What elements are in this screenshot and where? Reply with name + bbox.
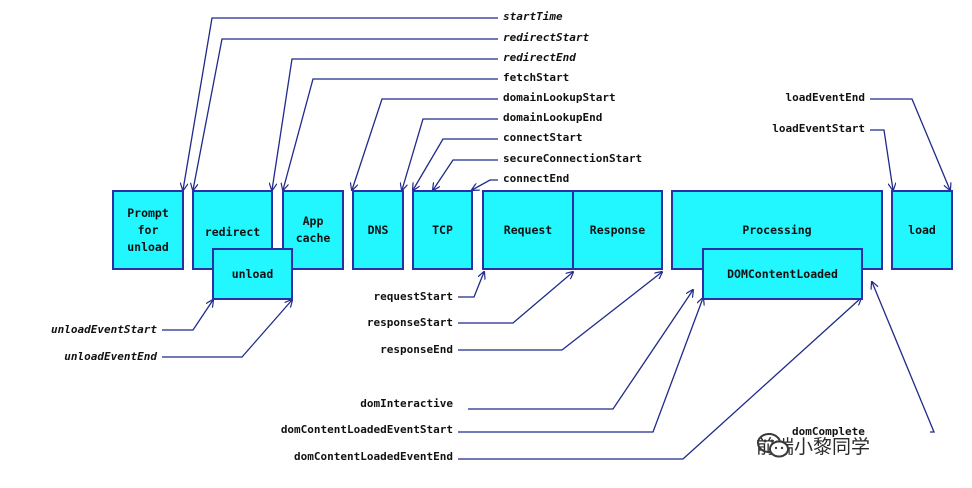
label-secure-connection-start: secureConnectionStart bbox=[503, 152, 643, 165]
connector-redirect-start bbox=[193, 38, 498, 190]
connector-dom-complete bbox=[872, 282, 935, 433]
app-cache-label: App cache bbox=[295, 214, 331, 245]
label-redirect-end: redirectEnd bbox=[503, 51, 576, 64]
connector-dom-content-loaded-event-end bbox=[458, 298, 861, 460]
unload-label: unload bbox=[231, 266, 274, 281]
connector-start-time bbox=[183, 17, 498, 190]
request-label: Request bbox=[503, 223, 553, 237]
connector-response-start bbox=[458, 272, 573, 324]
dom-content-loaded-label: DOMContentLoaded bbox=[727, 266, 838, 281]
prompt-for-unload-box: Prompt for unload bbox=[112, 190, 184, 270]
processing-label: Processing bbox=[742, 223, 812, 237]
dom-content-loaded-box: DOMContentLoaded bbox=[702, 248, 863, 300]
response-label: Response bbox=[589, 223, 646, 237]
label-dom-complete: domComplete bbox=[792, 425, 865, 438]
connector-dom-content-loaded-event-start bbox=[458, 298, 703, 433]
label-dom-content-loaded-event-start: domContentLoadedEventStart bbox=[280, 423, 453, 436]
connector-unload-event-start bbox=[162, 300, 213, 331]
load-label: load bbox=[908, 222, 936, 237]
wechat-logo-icon bbox=[757, 433, 789, 458]
label-connect-end: connectEnd bbox=[503, 172, 570, 185]
label-response-end: responseEnd bbox=[380, 343, 453, 356]
label-unload-event-start: unloadEventStart bbox=[51, 323, 157, 336]
connector-redirect-end bbox=[272, 58, 498, 190]
connector-domain-lookup-end bbox=[402, 118, 498, 190]
label-fetch-start: fetchStart bbox=[503, 71, 570, 84]
connector-connect-end bbox=[472, 179, 498, 190]
load-box: load bbox=[891, 190, 953, 270]
label-redirect-start: redirectStart bbox=[503, 31, 590, 44]
tcp-box: TCP bbox=[412, 190, 473, 270]
label-domain-lookup-start: domainLookupStart bbox=[503, 91, 616, 104]
dns-label: DNS bbox=[367, 222, 389, 237]
response-box: Response bbox=[572, 190, 663, 270]
connector-secure-connection-start bbox=[433, 159, 498, 190]
connector-response-end bbox=[458, 272, 662, 351]
label-unload-event-end: unloadEventEnd bbox=[64, 350, 157, 363]
label-response-start: responseStart bbox=[366, 316, 453, 329]
label-dom-content-loaded-event-end: domContentLoadedEventEnd bbox=[294, 450, 453, 463]
watermark: 前端小黎同学 bbox=[756, 432, 870, 459]
connector-load-event-start bbox=[870, 129, 893, 190]
connector-load-event-end bbox=[870, 98, 950, 190]
label-domain-lookup-end: domainLookupEnd bbox=[503, 111, 603, 124]
label-start-time: startTime bbox=[503, 10, 563, 23]
connector-connect-start bbox=[413, 138, 498, 190]
dns-box: DNS bbox=[352, 190, 404, 270]
label-load-event-end: loadEventEnd bbox=[785, 91, 865, 104]
prompt-for-unload-label: Prompt for unload bbox=[127, 205, 169, 254]
label-dom-interactive: domInteractive bbox=[360, 397, 453, 410]
connector-fetch-start bbox=[283, 78, 498, 190]
label-connect-start: connectStart bbox=[503, 131, 583, 144]
tcp-label: TCP bbox=[432, 222, 453, 237]
unload-box: unload bbox=[212, 248, 293, 300]
connector-request-start bbox=[458, 272, 484, 298]
connector-dom-interactive bbox=[468, 290, 693, 410]
label-load-event-start: loadEventStart bbox=[772, 122, 865, 135]
label-request-start: requestStart bbox=[373, 290, 453, 303]
redirect-label: redirect bbox=[204, 225, 261, 239]
connector-unload-event-end bbox=[162, 300, 292, 358]
connector-domain-lookup-start bbox=[352, 98, 498, 190]
request-box: Request bbox=[482, 190, 574, 270]
